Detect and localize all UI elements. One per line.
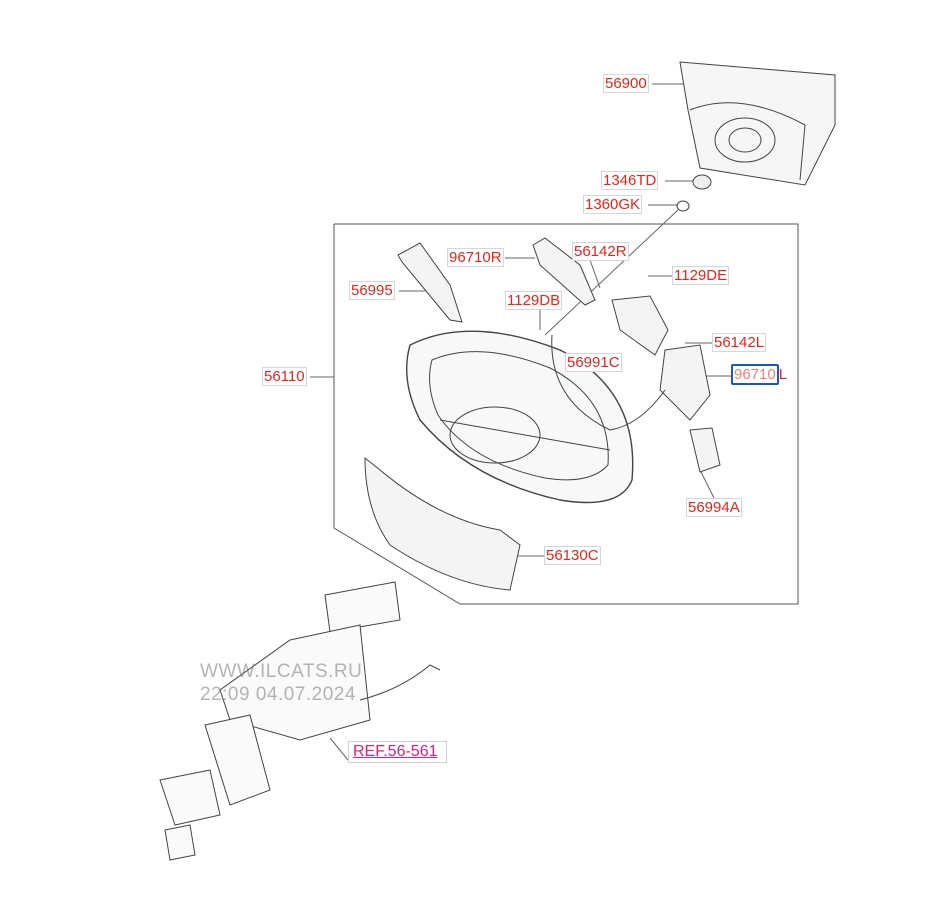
part-number: 1129DB — [505, 291, 563, 310]
part-number: 96710R — [447, 248, 504, 267]
part-suffix: L — [778, 366, 788, 383]
part-number: 56130C — [544, 546, 601, 565]
reference-link[interactable]: REF.56-561 — [348, 741, 447, 763]
part-number: 96710 — [731, 364, 779, 385]
cover-56995-drawing — [397, 242, 463, 323]
cover-56994A-drawing — [689, 427, 721, 473]
part-number: 56900 — [603, 74, 649, 93]
part-label-56995[interactable]: 56995 — [349, 281, 395, 300]
part-number: 56994A — [686, 498, 742, 517]
part-number: 56995 — [349, 281, 395, 300]
part-number: 1129DE — [672, 266, 730, 285]
airbag-module-drawing — [679, 61, 836, 186]
part-label-56991C[interactable]: 56991C — [565, 353, 622, 372]
part-label-56142L[interactable]: 56142L — [712, 333, 767, 352]
watermark-site: WWW.ILCATS.RU — [200, 661, 363, 682]
part-number: 56991C — [565, 353, 622, 372]
part-number: 1346TD — [601, 171, 659, 190]
part-label-1360GK[interactable]: 1360GK — [583, 195, 643, 214]
part-label-56130C[interactable]: 56130C — [544, 546, 601, 565]
part-number: 56142L — [712, 333, 767, 352]
part-label-56900[interactable]: 56900 — [603, 74, 649, 93]
part-label-56142R[interactable]: 56142R — [572, 242, 629, 261]
part-label-96710R[interactable]: 96710R — [447, 248, 504, 267]
part-label-56110[interactable]: 56110 — [262, 367, 307, 386]
assembly-frame — [333, 223, 799, 605]
part-number: 1360GK — [583, 195, 643, 214]
switch-96710L-drawing — [659, 344, 711, 421]
switch-96710R-drawing — [532, 237, 596, 306]
part-number: 56110 — [262, 367, 307, 386]
nut-drawing — [692, 174, 712, 190]
part-label-1129DB[interactable]: 1129DB — [505, 291, 563, 310]
clock-spring-cable-drawing — [551, 334, 666, 431]
part-label-1129DE[interactable]: 1129DE — [672, 266, 730, 285]
steering-wheel-drawing — [405, 330, 634, 504]
lower-cover-drawing — [364, 456, 521, 591]
steering-column-drawing — [159, 581, 441, 861]
bracket-drawing — [611, 295, 669, 356]
part-label-56994A[interactable]: 56994A — [686, 498, 742, 517]
watermark-timestamp: 22:09 04.07.2024 — [200, 684, 356, 705]
part-label-1346TD[interactable]: 1346TD — [601, 171, 659, 190]
washer-drawing — [676, 200, 690, 212]
part-number: 56142R — [572, 242, 629, 261]
